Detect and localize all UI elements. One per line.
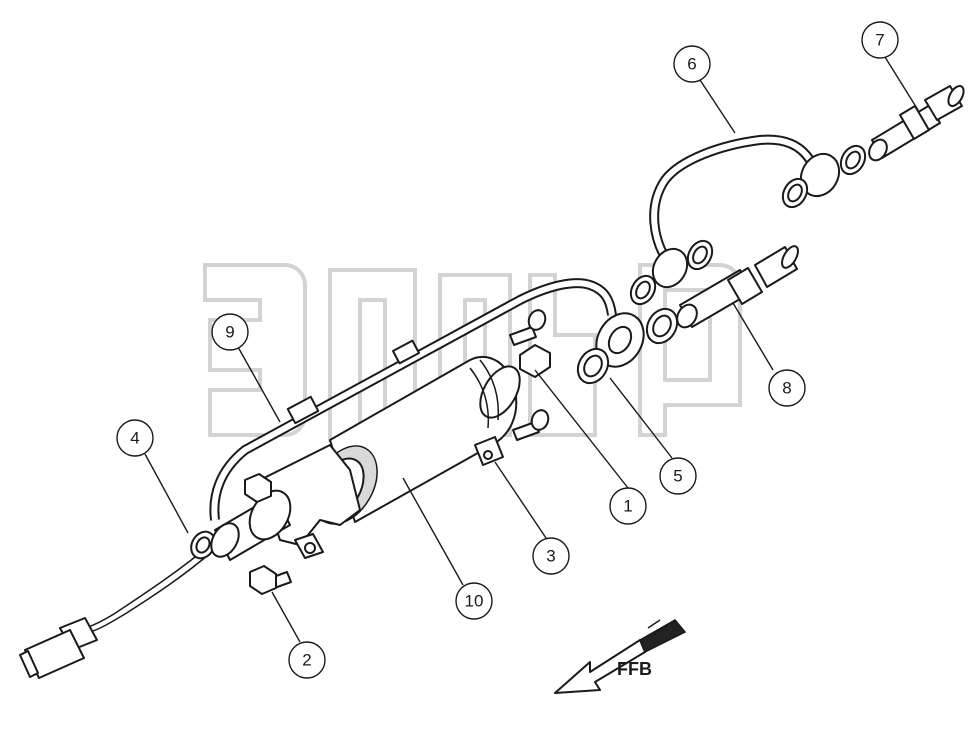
- fuel-line-6: [649, 134, 841, 289]
- callout-label-6: 6: [687, 55, 696, 74]
- callout-1: 1: [609, 487, 647, 525]
- fitting-7: [868, 85, 965, 162]
- washers: [190, 144, 867, 560]
- callout-label-10: 10: [465, 592, 484, 611]
- callout-label-8: 8: [782, 379, 791, 398]
- callout-2: 2: [288, 641, 326, 679]
- callout-label-4: 4: [130, 429, 139, 448]
- callout-4: 4: [116, 419, 154, 457]
- callout-label-7: 7: [875, 31, 884, 50]
- callout-label-9: 9: [225, 323, 234, 342]
- callout-6: 6: [673, 45, 711, 83]
- callout-8: 8: [768, 369, 806, 407]
- fuel-line-9: [209, 278, 645, 521]
- bolts: [244, 309, 551, 595]
- callout-7: 7: [861, 21, 899, 59]
- callout-label-5: 5: [673, 467, 682, 486]
- callout-5: 5: [659, 457, 697, 495]
- callout-10: 10: [455, 582, 493, 620]
- wire-harness: [19, 544, 215, 679]
- callout-label-3: 3: [546, 547, 555, 566]
- fitting-8: [676, 245, 799, 329]
- callout-3: 3: [532, 537, 570, 575]
- direction-arrow: FFB: [554, 619, 687, 694]
- callout-label-1: 1: [623, 497, 632, 516]
- leader-lines: [144, 56, 919, 643]
- direction-label: FFB: [617, 659, 652, 679]
- filter-head: [210, 489, 292, 561]
- callout-9: 9: [211, 313, 249, 351]
- callout-label-2: 2: [302, 651, 311, 670]
